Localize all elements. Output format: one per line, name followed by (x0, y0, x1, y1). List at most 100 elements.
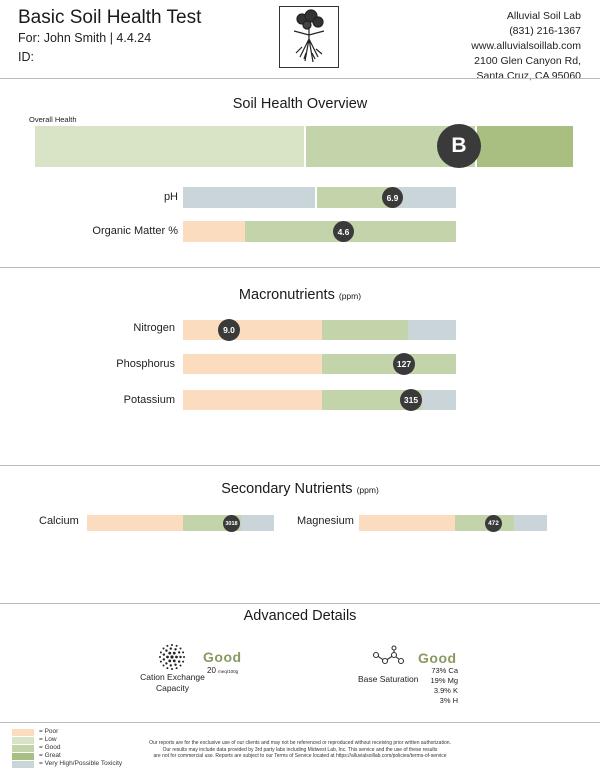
dot (171, 668, 173, 670)
legend-swatch-poor (12, 729, 34, 736)
base-saturation-label: Base Saturation (358, 674, 419, 684)
base-sat-mg: 19% Mg (430, 676, 458, 685)
phosphorus-marker: 127 (393, 353, 415, 375)
legend-label-great: = Great (39, 752, 61, 759)
overall-health-bar: B (35, 124, 573, 168)
nitrogen-seg-good (322, 320, 408, 340)
molecule-icon (371, 645, 405, 669)
nitrogen-seg-poor (183, 320, 322, 340)
legend-swatch-good (12, 745, 34, 752)
dot (166, 667, 169, 670)
potassium-seg-good (322, 390, 422, 410)
base-sat-h: 3% H (439, 696, 458, 705)
base-sat-ca: 73% Ca (431, 666, 458, 675)
cec-label-line1: Cation Exchange (140, 672, 205, 682)
ph-seg-good (317, 187, 397, 208)
cec-unit: meq/100g (218, 669, 239, 674)
secondary-unit: (ppm) (356, 485, 379, 495)
dot (162, 658, 166, 661)
legend-swatch-low (12, 737, 34, 744)
dot (169, 664, 172, 667)
om-seg-poor (183, 221, 245, 242)
dot (182, 660, 185, 663)
footer-line-1: Our reports are for the exclusive use of… (149, 740, 451, 746)
magnesium-seg-high (514, 515, 547, 531)
calcium-bar: 3018 (87, 515, 274, 532)
footer-line-3: are not for commercial use. Reports are … (153, 753, 447, 759)
macronutrients-heading: Macronutrients (238, 287, 335, 303)
dot (165, 649, 168, 652)
cec-number: 20 (207, 666, 216, 675)
dot (172, 651, 176, 655)
secondary-heading: Secondary Nutrients (221, 481, 353, 497)
cec-label: Cation Exchange Capacity (125, 672, 220, 694)
dot (162, 647, 165, 650)
divider (0, 603, 600, 604)
calcium-seg-high (241, 515, 274, 531)
plant-roots-icon (279, 6, 339, 68)
dot (182, 651, 185, 654)
lab-phone: (831) 216-1367 (509, 25, 581, 37)
footer-disclaimer: Our reports are for the exclusive use of… (130, 740, 470, 760)
base-saturation-values: 73% Ca 19% Mg 3.9% K 3% H (420, 666, 458, 706)
dot (175, 655, 178, 659)
dot (162, 664, 165, 667)
ph-seg-low-acidic (183, 187, 315, 208)
ph-value-marker: 6.9 (382, 187, 403, 208)
overall-grade-marker: B (437, 124, 481, 168)
report-title: Basic Soil Health Test (18, 7, 202, 28)
dot (166, 644, 169, 647)
dot (177, 660, 181, 663)
potassium-label: Potassium (123, 394, 175, 406)
divider (0, 722, 600, 723)
overall-health-label: Overall Health (29, 115, 77, 124)
nitrogen-label: Nitrogen (133, 322, 175, 334)
macronutrients-unit: (ppm) (338, 291, 362, 301)
organic-matter-bar: 4.6 (183, 221, 456, 242)
dot (179, 655, 182, 659)
dot (174, 648, 177, 651)
dot (165, 662, 168, 665)
overview-title: Soil Health Overview (232, 96, 368, 112)
macronutrients-title: Macronutrients (ppm) (0, 287, 600, 303)
lab-website: www.alluvialsoillab.com (471, 40, 581, 52)
potassium-seg-high (422, 390, 456, 410)
dot (159, 651, 162, 654)
cec-label-line2: Capacity (155, 683, 190, 693)
potassium-bar: 315 (183, 389, 456, 411)
dot (166, 655, 169, 659)
secondary-title: Secondary Nutrients (ppm) (0, 481, 600, 497)
base-sat-k: 3.9% K (433, 686, 458, 695)
calcium-label: Calcium (39, 515, 79, 527)
dot (175, 667, 178, 670)
overall-seg-great (477, 126, 573, 167)
lab-address-1: 2100 Glen Canyon Rd, (474, 55, 581, 67)
dot (179, 664, 182, 667)
phosphorus-seg-good (322, 354, 456, 374)
lab-info: Alluvial Soil Lab (831) 216-1367 www.all… (471, 9, 581, 84)
dot (174, 663, 177, 666)
divider (0, 78, 600, 79)
dot (162, 653, 166, 656)
nitrogen-seg-high (408, 320, 456, 340)
potassium-seg-poor (183, 390, 322, 410)
dot (168, 651, 172, 655)
id-line: ID: (18, 50, 34, 64)
legend-label-high: = Very High/Possible Toxicity (39, 760, 123, 767)
dot (159, 660, 162, 663)
magnesium-seg-poor (359, 515, 455, 531)
organic-matter-label: Organic Matter % (92, 225, 178, 237)
nitrogen-bar: 9.0 (183, 319, 456, 341)
legend-swatch-high (12, 761, 34, 768)
client-line: For: John Smith | 4.4.24 (18, 31, 152, 45)
legend-swatch-great (12, 753, 34, 760)
legend-label-low: = Low (39, 736, 57, 743)
dot (168, 659, 172, 663)
dot (159, 656, 161, 658)
dot (170, 655, 174, 659)
phosphorus-label: Phosphorus (116, 358, 175, 370)
dot (171, 644, 173, 646)
organic-matter-marker: 4.6 (333, 221, 354, 242)
divider (0, 267, 600, 268)
dot (169, 647, 172, 650)
